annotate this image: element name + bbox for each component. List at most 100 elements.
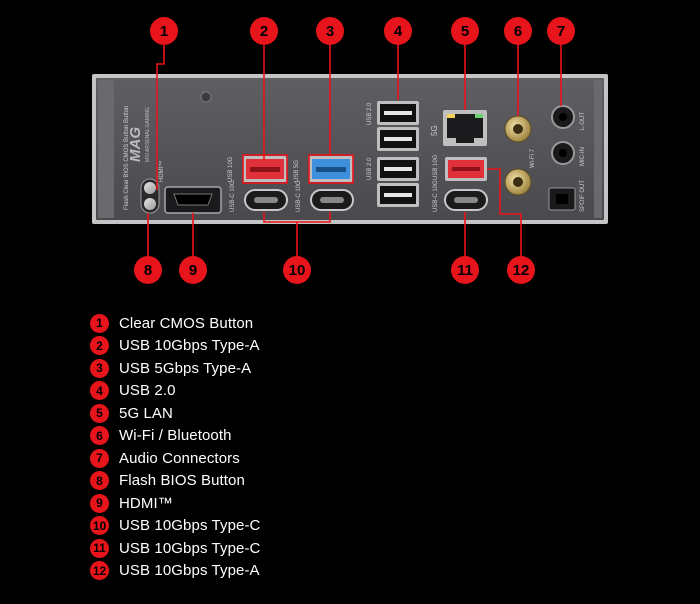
marker-2: 2: [250, 17, 278, 45]
rear-io-panel-diagram: MAG MSI ARSENAL GAMING Flash Clear BIOS …: [92, 17, 608, 284]
svg-text:12: 12: [513, 262, 530, 279]
legend-label: USB 10Gbps Type-A: [119, 337, 260, 355]
legend-number-badge: 2: [90, 336, 109, 356]
brand-logo: MAG: [127, 127, 144, 162]
legend-number-badge: 5: [90, 403, 109, 423]
legend-label: Clear CMOS Button: [119, 314, 254, 332]
usb-c-left-1-label: USB-C 10G: [230, 180, 236, 212]
legend-number-badge: 8: [90, 471, 109, 491]
svg-text:2: 2: [260, 23, 268, 40]
lan-label: 5G: [430, 125, 439, 136]
marker-8: 8: [134, 256, 162, 284]
io-shield-right-rail: [594, 80, 602, 218]
wifi-label: Wi-Fi 7: [530, 148, 536, 168]
marker-6: 6: [504, 17, 532, 45]
leader-line-12: [487, 168, 522, 256]
svg-text:6: 6: [514, 23, 522, 40]
mic-in-label: MIC-IN: [580, 147, 586, 166]
svg-text:11: 11: [457, 262, 473, 279]
lan-rj45-icon[interactable]: [447, 114, 483, 143]
clear-cmos-button[interactable]: [144, 182, 156, 194]
usb-c-port-left-1: USB-C 10G: [230, 180, 288, 212]
legend-number-badge: 9: [90, 493, 109, 513]
legend-number-badge: 10: [90, 516, 109, 536]
audio-jacks: L-OUT MIC-IN: [551, 105, 586, 166]
marker-7: 7: [547, 17, 575, 45]
brand-mark: MAG MSI ARSENAL GAMING: [127, 107, 151, 162]
legend-label: USB 2.0: [119, 382, 176, 400]
cmos-flash-label: Flash Clear BIOS CMOS Button Button: [124, 106, 130, 210]
usb-5g-type-a-port: USB 5G: [294, 156, 353, 182]
number-markers: 1 2 3 4 5 6 7 8 9 10 11 12: [134, 17, 575, 284]
legend-item-5: 5 5G LAN: [90, 402, 261, 425]
legend-label: USB 10Gbps Type-C: [119, 539, 261, 557]
cmos-flash-buttons: Flash Clear BIOS CMOS Button Button: [124, 106, 160, 214]
marker-4: 4: [384, 17, 412, 45]
usb-c-right-label: USB-C 10G: [433, 180, 439, 212]
line-out-label: L-OUT: [580, 112, 586, 130]
usb-20-lower-label: USB 2.0: [367, 157, 373, 180]
spdif-label: SPDIF OUT: [580, 180, 586, 212]
legend-item-8: 8 Flash BIOS Button: [90, 470, 261, 493]
legend-item-4: 4 USB 2.0: [90, 380, 261, 403]
legend-label: USB 10Gbps Type-C: [119, 517, 261, 535]
marker-12: 12: [507, 256, 535, 284]
marker-9: 9: [179, 256, 207, 284]
legend-item-12: 12 USB 10Gbps Type-A: [90, 560, 261, 583]
usb-10g-a-label: USB 10G: [228, 156, 234, 182]
hdmi-slot-icon: [173, 193, 213, 206]
usb-c-port-left-2: USB-C 10G: [296, 180, 354, 212]
marker-5: 5: [451, 17, 479, 45]
legend-item-1: 1 Clear CMOS Button: [90, 312, 261, 335]
legend-item-9: 9 HDMI™: [90, 492, 261, 515]
legend-label: HDMI™: [119, 494, 173, 512]
io-shield-left-rail: [98, 80, 114, 218]
usb-10g-type-a-port: USB 10G: [228, 156, 287, 182]
legend-item-10: 10 USB 10Gbps Type-C: [90, 515, 261, 538]
legend-item-2: 2 USB 10Gbps Type-A: [90, 335, 261, 358]
legend-number-badge: 11: [90, 538, 109, 558]
brand-subtitle: MSI ARSENAL GAMING: [145, 107, 151, 162]
screw-icon: [200, 91, 212, 103]
hdmi-label: HDMI™: [158, 161, 165, 182]
legend-label: USB 5Gbps Type-A: [119, 359, 252, 377]
usb-5g-a-label: USB 5G: [294, 160, 300, 182]
usb-c-left-2-label: USB-C 10G: [296, 180, 302, 212]
legend-label: Audio Connectors: [119, 449, 240, 467]
legend-number-badge: 6: [90, 426, 109, 446]
legend-number-badge: 12: [90, 561, 109, 581]
legend-item-7: 7 Audio Connectors: [90, 447, 261, 470]
legend-number-badge: 1: [90, 313, 109, 333]
marker-11: 11: [451, 256, 479, 284]
legend-number-badge: 4: [90, 381, 109, 401]
usb-10g-type-a-right-port: USB 10G: [433, 154, 487, 181]
marker-10: 10: [283, 256, 311, 284]
legend-label: 5G LAN: [119, 404, 173, 422]
legend-label: USB 10Gbps Type-A: [119, 562, 260, 580]
svg-text:10: 10: [289, 262, 306, 279]
usb-c-port-right: USB-C 10G: [433, 180, 488, 212]
marker-3: 3: [316, 17, 344, 45]
legend-item-11: 11 USB 10Gbps Type-C: [90, 537, 261, 560]
svg-text:5: 5: [461, 23, 469, 40]
svg-text:3: 3: [326, 23, 334, 40]
flash-bios-button[interactable]: [144, 198, 156, 210]
usb-10g-right-label: USB 10G: [433, 154, 439, 180]
legend-label: Flash BIOS Button: [119, 472, 245, 490]
legend-number-badge: 7: [90, 448, 109, 468]
wifi-antenna-connectors: Wi-Fi 7: [504, 115, 536, 196]
usb-20-upper-label: USB 2.0: [367, 102, 373, 125]
svg-text:8: 8: [144, 262, 152, 279]
leader-box-3: [308, 154, 354, 184]
leader-line-1: [156, 45, 165, 190]
leader-lines: [147, 45, 562, 256]
hdmi-port: HDMI™: [158, 161, 222, 214]
svg-text:7: 7: [557, 23, 565, 40]
svg-text:4: 4: [394, 23, 403, 40]
legend-label: Wi-Fi / Bluetooth: [119, 427, 232, 445]
lan-port: 5G: [430, 110, 487, 146]
spdif-port: SPDIF OUT: [548, 180, 586, 212]
marker-1: 1: [150, 17, 178, 45]
